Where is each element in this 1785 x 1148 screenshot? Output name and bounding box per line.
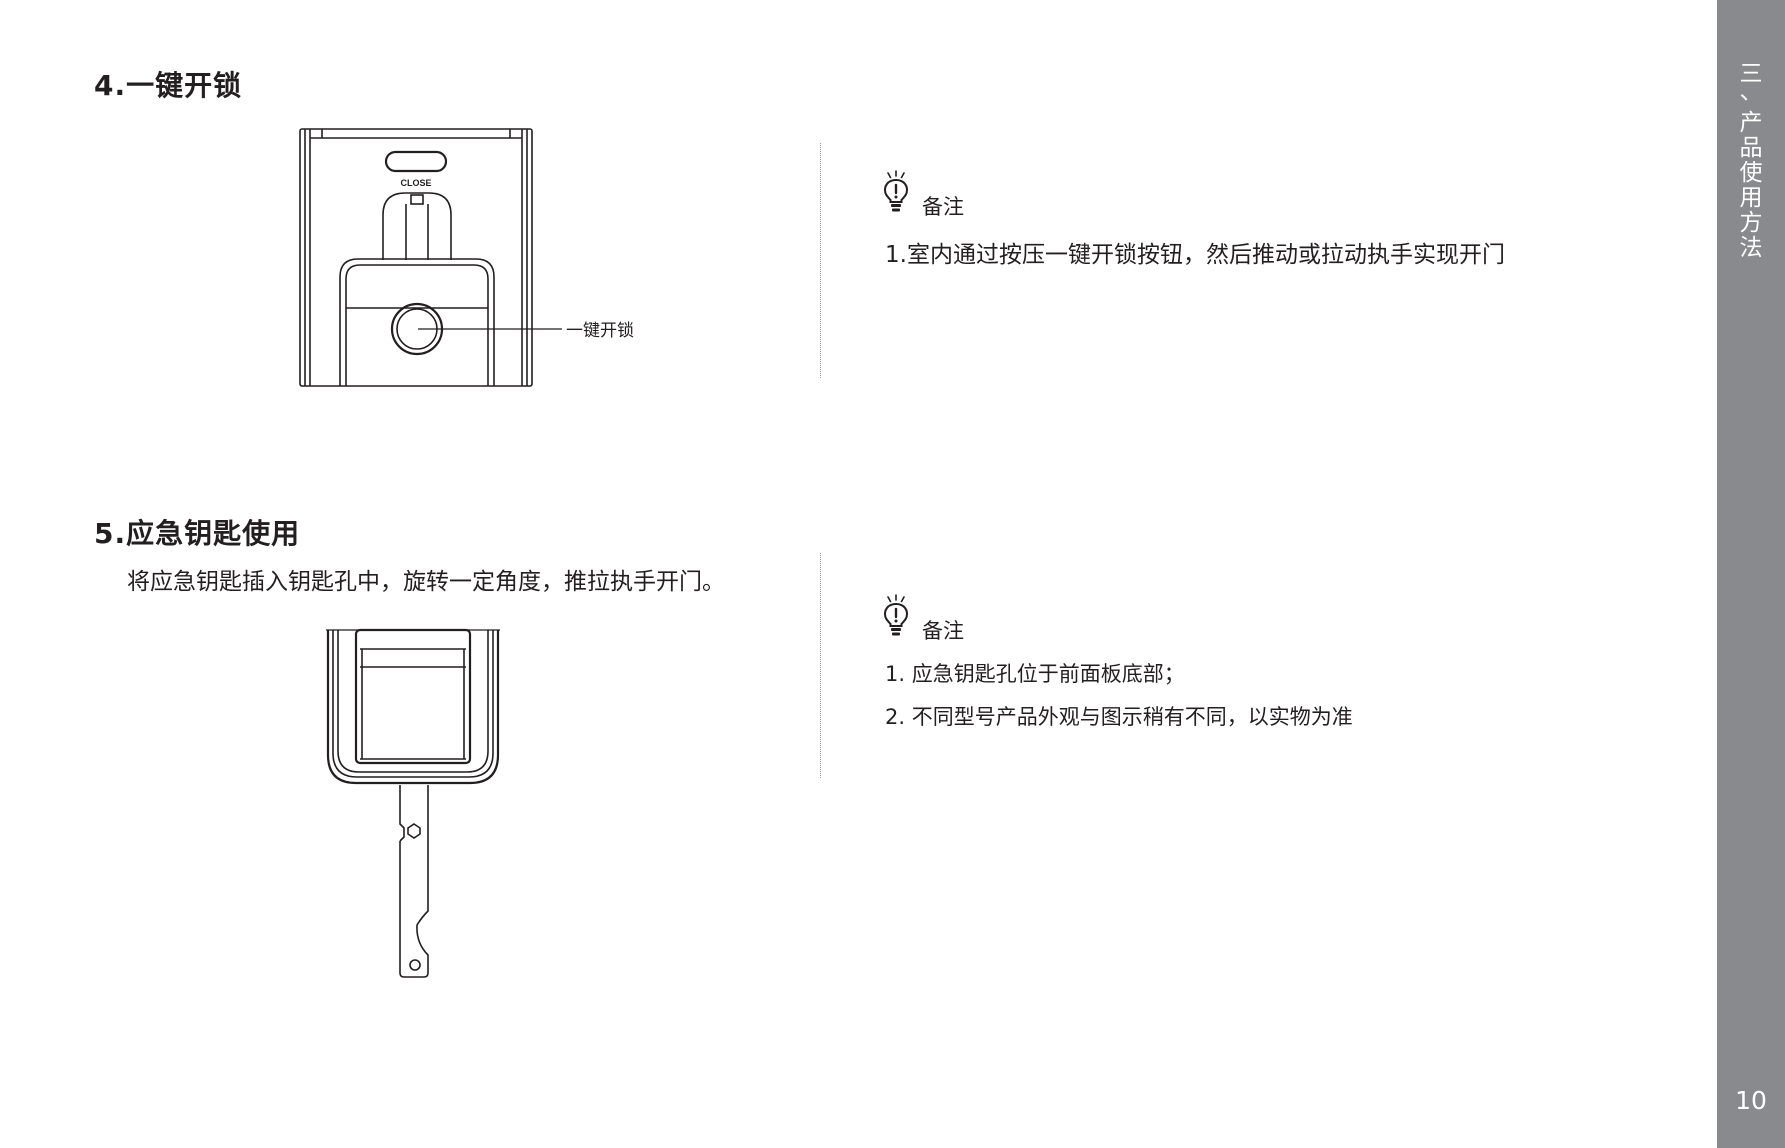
section-4-title: 4.一键开锁 [94,69,243,102]
close-label: CLOSE [400,178,431,188]
note-line: 1. 应急钥匙孔位于前面板底部； [885,662,1185,686]
section-5-description: 将应急钥匙插入钥匙孔中，旋转一定角度，推拉执手开门。 [127,569,725,595]
chapter-char: 法 [1739,235,1763,261]
note-label: 备注 [922,619,964,643]
section-5-title: 5.应急钥匙使用 [94,517,301,550]
lightbulb-exclamation-icon [883,594,909,636]
chapter-char: 三 [1739,61,1763,87]
emergency-key-diagram [326,628,500,978]
page-number: 10 [1735,1086,1767,1115]
chapter-char: 使 [1739,160,1763,186]
chapter-sidebar: 三 、 产 品 使 用 方 法 10 [1717,0,1785,1148]
divider-dotted [820,143,821,378]
one-touch-unlock-diagram: CLOSE 一键开锁 [299,128,634,387]
lightbulb-exclamation-icon [883,170,909,212]
unlock-callout-label: 一键开锁 [566,321,634,341]
chapter-char: 、 [1739,79,1763,105]
chapter-char: 产 [1739,110,1763,136]
chapter-char: 品 [1739,135,1763,161]
divider-dotted [820,553,821,778]
chapter-char: 用 [1739,185,1763,211]
note-line: 2. 不同型号产品外观与图示稍有不同，以实物为准 [885,705,1353,729]
chapter-char: 方 [1739,210,1763,236]
note-line: 1.室内通过按压一键开锁按钮，然后推动或拉动执手实现开门 [885,242,1505,268]
note-label: 备注 [922,195,964,219]
